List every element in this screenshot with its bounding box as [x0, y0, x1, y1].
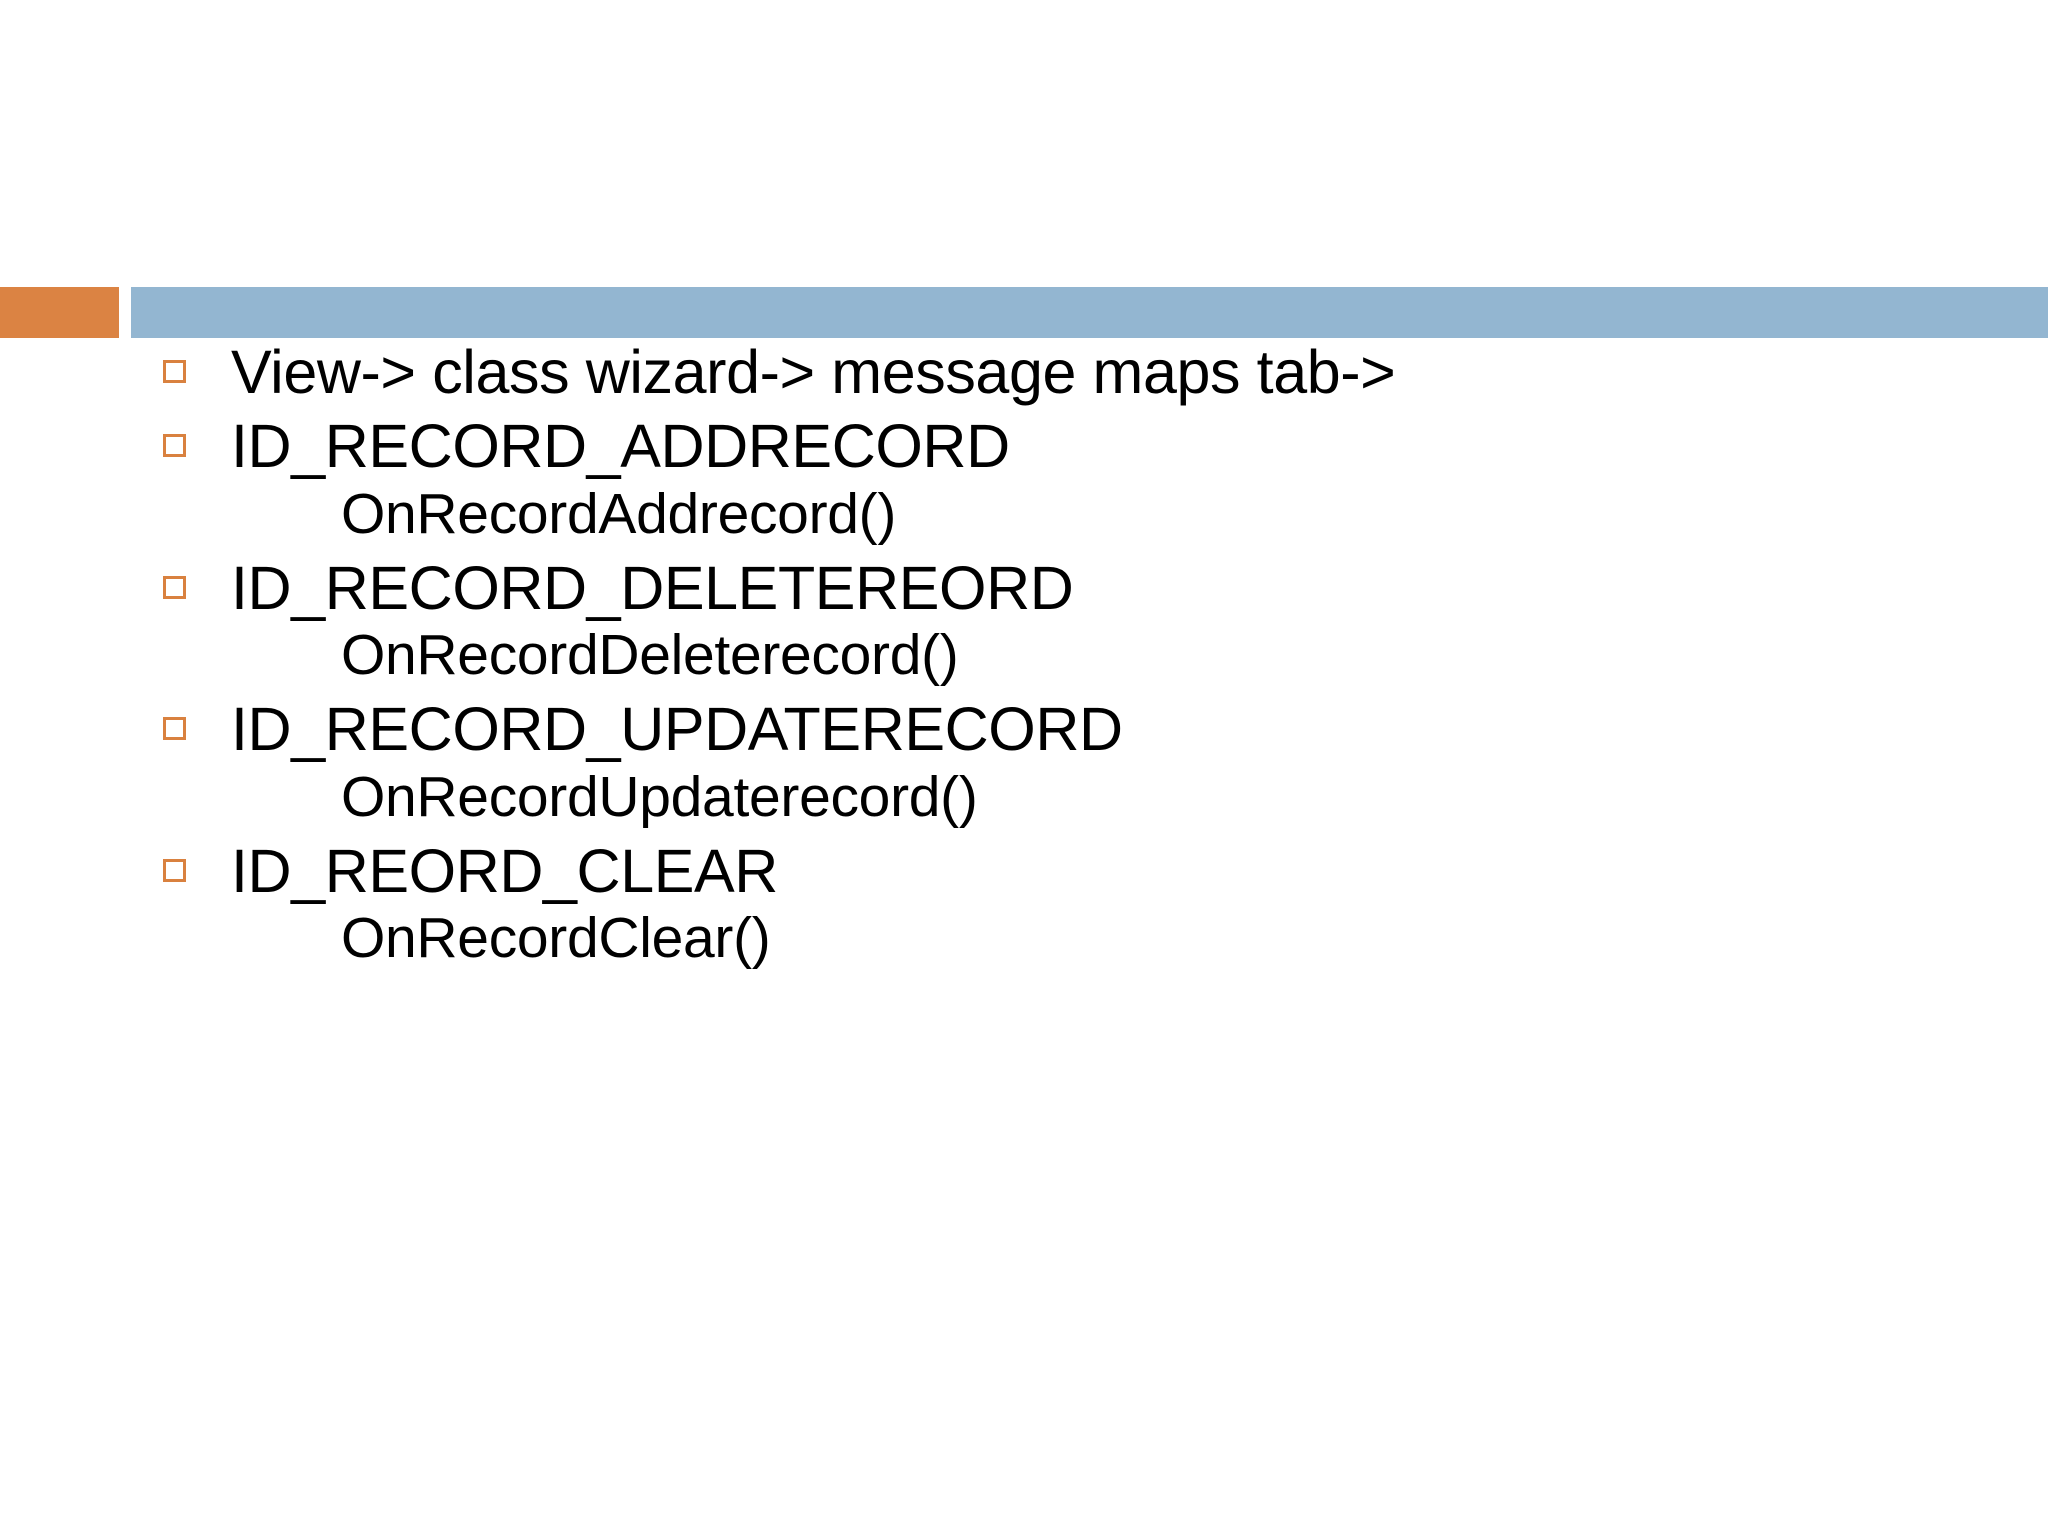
- bullet-subtext: OnRecordAddrecord(): [341, 481, 897, 546]
- hollow-square-bullet-icon: [163, 717, 186, 741]
- header-rule-band: [0, 287, 2048, 338]
- accent-bar: [0, 287, 119, 338]
- list-item: ID_RECORD_ADDRECORD OnRecordAddrecord(): [163, 412, 2048, 548]
- bullet-list: View-> class wizard-> message maps tab->…: [0, 338, 2048, 973]
- hollow-square-bullet-icon: [163, 434, 186, 458]
- bullet-subtext: OnRecordClear(): [341, 906, 771, 971]
- list-item: ID_RECORD_DELETEREORD OnRecordDeletereco…: [163, 554, 2048, 690]
- list-item: View-> class wizard-> message maps tab->: [163, 338, 2048, 406]
- hollow-square-bullet-icon: [163, 575, 186, 599]
- bullet-heading: ID_RECORD_ADDRECORD: [231, 412, 1010, 481]
- bullet-subtext: OnRecordUpdaterecord(): [341, 764, 978, 829]
- bullet-heading: ID_RECORD_DELETEREORD: [231, 553, 1074, 622]
- title-underline-bar: [131, 287, 2048, 338]
- bullet-subtext: OnRecordDeleterecord(): [341, 623, 959, 688]
- list-item: ID_RECORD_UPDATERECORD OnRecordUpdaterec…: [163, 695, 2048, 831]
- bullet-heading: ID_REORD_CLEAR: [231, 837, 778, 905]
- slide-content-area: View-> class wizard-> message maps tab->…: [0, 338, 2048, 979]
- list-item: ID_REORD_CLEAR OnRecordClear(): [163, 837, 2048, 973]
- hollow-square-bullet-icon: [163, 859, 186, 882]
- hollow-square-bullet-icon: [163, 360, 186, 383]
- bullet-heading: View-> class wizard-> message maps tab->: [231, 338, 1396, 406]
- bullet-heading: ID_RECORD_UPDATERECORD: [231, 695, 1123, 764]
